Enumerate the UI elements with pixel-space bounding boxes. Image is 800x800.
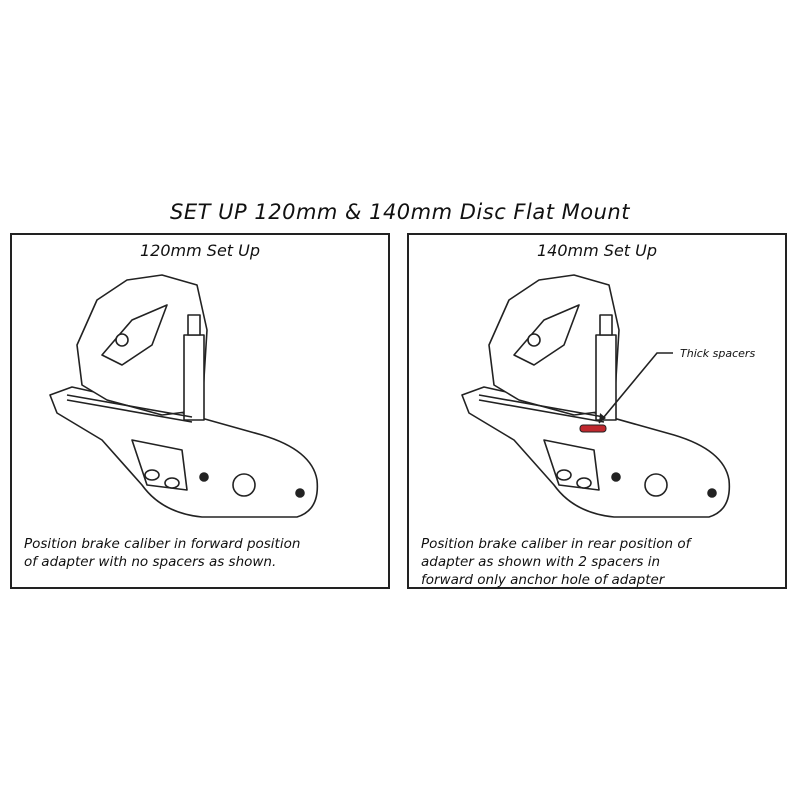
adapter-bolt-hole: [644, 473, 668, 497]
callout-arrow: [598, 352, 673, 424]
panel-title: 140mm Set Up: [536, 241, 658, 260]
panel-140mm: 140mm Set Up Thick spacers Position brak…: [407, 233, 787, 589]
caliper-adapter-drawing: [461, 274, 731, 518]
caliper-pin: [183, 334, 205, 421]
caliper-bolt: [527, 333, 541, 347]
panel-description: Position brake caliber in forward positi…: [24, 536, 301, 570]
thick-spacer: [579, 424, 607, 433]
adapter-bolt-hole: [232, 473, 256, 497]
panel-title: 120mm Set Up: [139, 241, 261, 260]
caliper-adapter-drawing: [49, 274, 319, 518]
thick-spacers-callout: Thick spacers: [680, 347, 756, 360]
caliper-bolt: [115, 333, 129, 347]
panel-120mm: 120mm Set Up Position brake caliber in f…: [10, 233, 390, 589]
page-title: SET UP 120mm & 140mm Disc Flat Mount: [170, 200, 630, 224]
panel-description: Position brake caliber in rear position …: [421, 536, 691, 588]
